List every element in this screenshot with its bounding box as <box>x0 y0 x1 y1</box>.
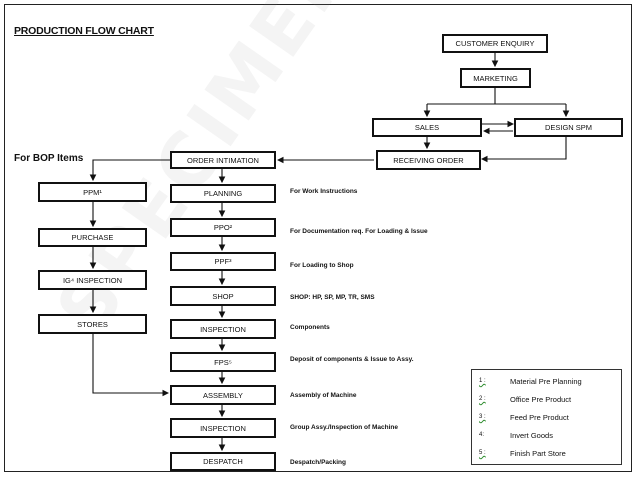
legend-key-5: 5 : <box>479 450 486 456</box>
note-inspection-components: Components <box>290 324 330 331</box>
box-stores: STORES <box>38 314 147 334</box>
box-design-spm: DESIGN SPM <box>514 118 623 137</box>
note-fps: Deposit of components & Issue to Assy. <box>290 356 414 363</box>
box-purchase: PURCHASE <box>38 228 147 247</box>
bop-label: For BOP Items <box>14 153 84 164</box>
note-inspection-machine: Group Assy./Inspection of Machine <box>290 424 398 431</box>
note-ppf: For Loading to Shop <box>290 262 354 269</box>
box-shop: SHOP <box>170 286 276 306</box>
box-inspection-machine: INSPECTION <box>170 418 276 438</box>
note-ppo: For Documentation req. For Loading & Iss… <box>290 228 428 235</box>
chart-frame <box>4 4 632 472</box>
legend-value-1: Material Pre Planning <box>510 377 582 386</box>
legend-value-4: Invert Goods <box>510 431 553 440</box>
box-assembly: ASSEMBLY <box>170 385 276 405</box>
legend-value-5: Finish Part Store <box>510 449 566 458</box>
box-order-intimation: ORDER INTIMATION <box>170 151 276 169</box>
arrow-design-receiving <box>480 136 567 163</box>
legend-key-3: 3 : <box>479 414 486 420</box>
box-receiving-order: RECEIVING ORDER <box>376 150 481 170</box>
box-ppm: PPM¹ <box>38 182 147 202</box>
box-despatch: DESPATCH <box>170 452 276 471</box>
box-planning: PLANNING <box>170 184 276 203</box>
box-ppo: PPO² <box>170 218 276 237</box>
note-planning: For Work Instructions <box>290 188 358 195</box>
legend-value-3: Feed Pre Product <box>510 413 569 422</box>
box-inspection-components: INSPECTION <box>170 319 276 339</box>
arrow-order-ppm <box>89 159 170 182</box>
box-marketing: MARKETING <box>460 68 531 88</box>
chart-title: PRODUCTION FLOW CHART <box>14 25 154 37</box>
note-despatch: Despatch/Packing <box>290 459 346 466</box>
box-sales: SALES <box>372 118 482 137</box>
box-ig-inspection: IG⁴ INSPECTION <box>38 270 147 290</box>
box-customer-enquiry: CUSTOMER ENQUIRY <box>442 34 548 53</box>
arrow-stores-assembly <box>92 333 170 397</box>
legend-key-2: 2 : <box>479 396 486 402</box>
legend-key-4: 4: <box>479 432 485 438</box>
note-assembly: Assembly of Machine <box>290 392 357 399</box>
legend: 1 : Material Pre Planning 2 : Office Pre… <box>471 369 622 465</box>
box-fps: FPS⁵ <box>170 352 276 372</box>
legend-value-2: Office Pre Product <box>510 395 572 404</box>
note-shop: SHOP: HP, SP, MP, TR, SMS <box>290 294 375 301</box>
box-ppf: PPF³ <box>170 252 276 271</box>
legend-key-1: 1 : <box>479 378 486 384</box>
